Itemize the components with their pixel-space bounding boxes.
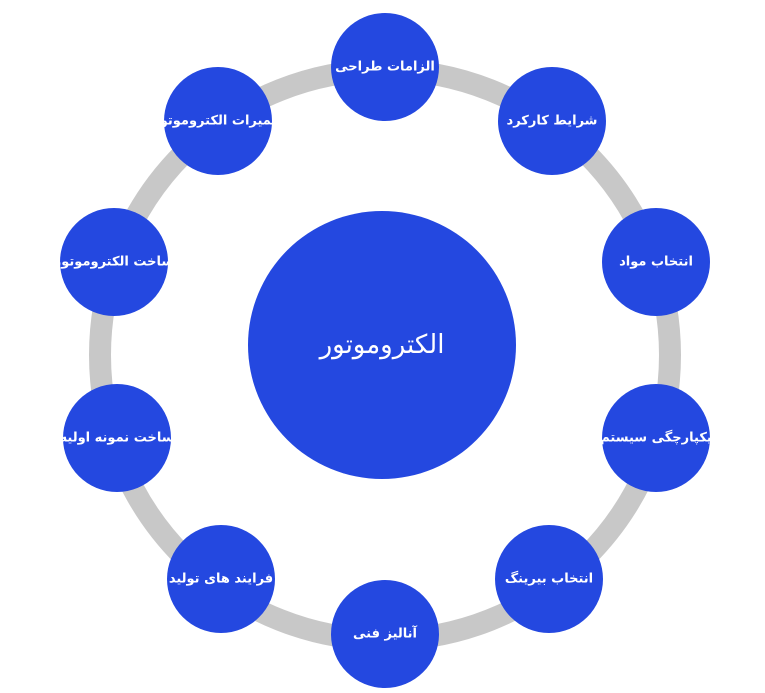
node-prototype-building: ساخت نمونه اولیه — [60, 384, 175, 492]
node-circle — [495, 525, 603, 633]
node-label: ساخت نمونه اولیه — [60, 431, 175, 446]
node-motor-repair: تعمیرات الکتروموتور — [151, 67, 284, 175]
node-circle — [167, 525, 275, 633]
node-label: الزامات طراحی — [335, 60, 435, 75]
node-circle — [63, 384, 171, 492]
center-node: الکتروموتور — [248, 211, 516, 479]
node-label: انتخاب مواد — [619, 255, 693, 270]
node-motor-building: ساخت الکتروموتور — [53, 208, 174, 316]
node-label: یکپارچگی سیستم — [600, 430, 712, 446]
node-label: آنالیز فنی — [353, 625, 418, 642]
center-label: الکتروموتور — [318, 330, 445, 360]
node-technical-analysis: آنالیز فنی — [331, 580, 439, 688]
node-material-selection: انتخاب مواد — [602, 208, 710, 316]
node-circle — [164, 67, 272, 175]
node-label: شرایط کارکرد — [507, 114, 598, 129]
center-circle — [248, 211, 516, 479]
node-label: ساخت الکتروموتور — [53, 255, 174, 270]
node-label: انتخاب بیرینگ — [505, 571, 593, 587]
node-design-requirements: الزامات طراحی — [331, 13, 439, 121]
node-manufacturing-processes: فرایند های تولید — [167, 525, 275, 633]
node-circle — [60, 208, 168, 316]
node-label: تعمیرات الکتروموتور — [151, 114, 283, 129]
node-circle — [331, 13, 439, 121]
node-operating-conditions: شرایط کارکرد — [498, 67, 606, 175]
node-system-integration: یکپارچگی سیستم — [600, 384, 712, 492]
node-circle — [498, 67, 606, 175]
node-circle — [602, 384, 710, 492]
node-circle — [602, 208, 710, 316]
node-circle — [331, 580, 439, 688]
node-label: فرایند های تولید — [169, 572, 273, 587]
node-bearing-selection: انتخاب بیرینگ — [495, 525, 603, 633]
